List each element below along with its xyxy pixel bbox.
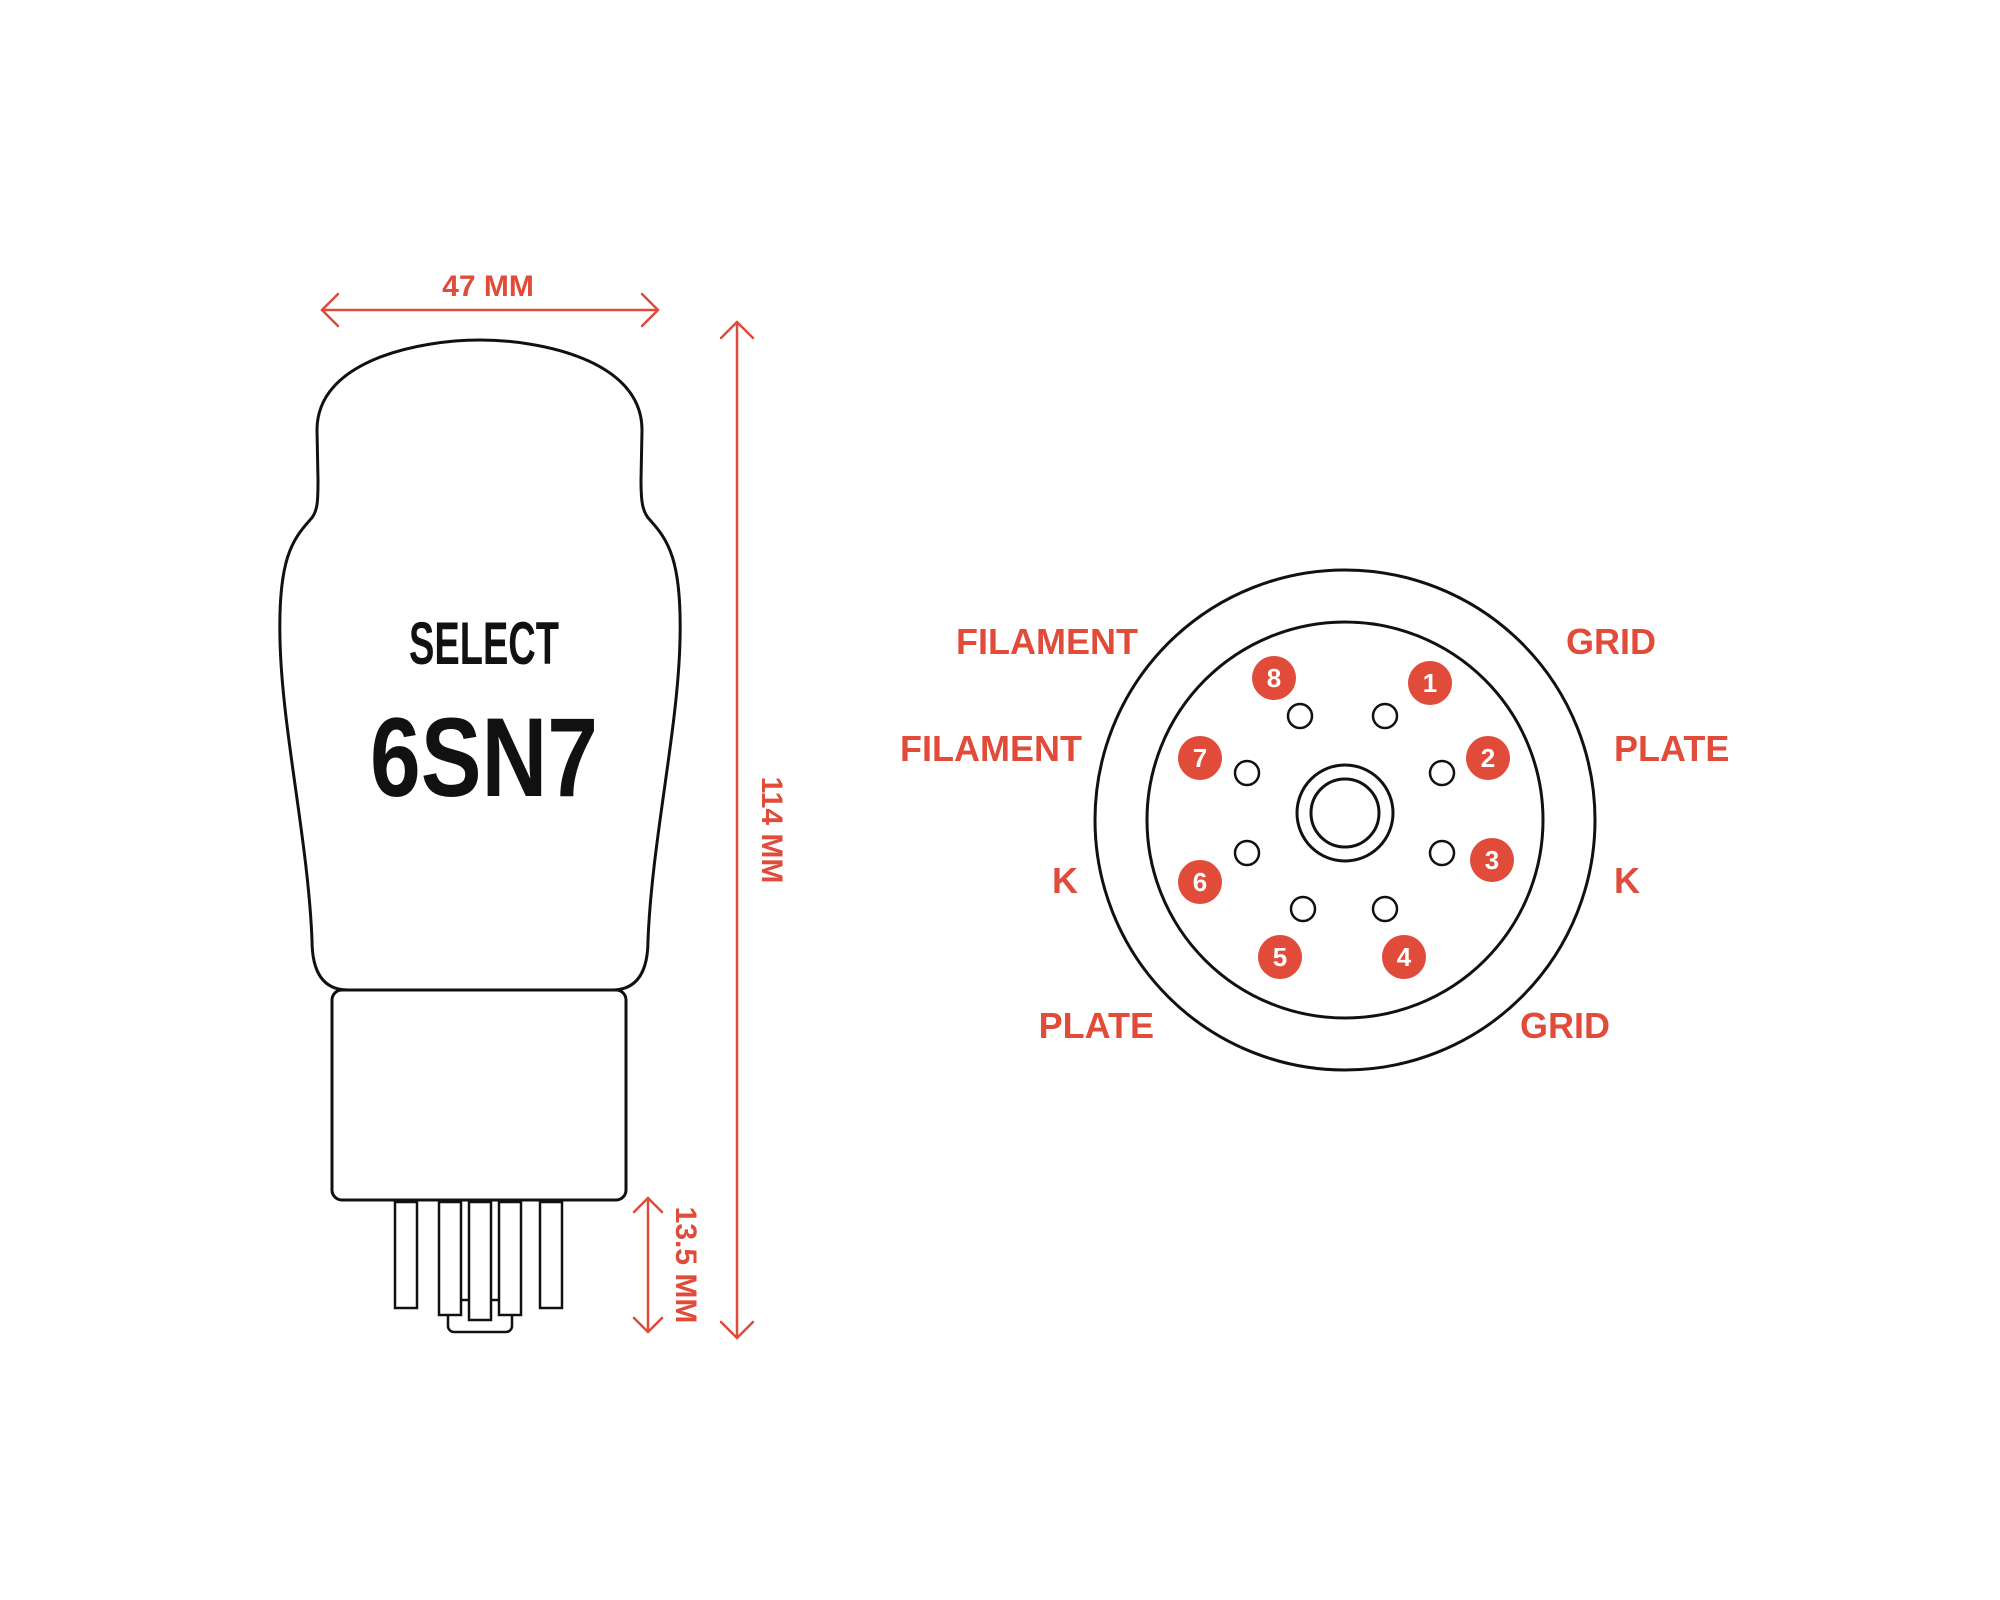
dimension-height: 114 MM xyxy=(719,320,788,1340)
pin-number: 4 xyxy=(1397,942,1412,972)
socket-key-inner xyxy=(1309,777,1381,849)
tube-pins xyxy=(393,1200,564,1334)
pin-hole-5 xyxy=(1289,895,1317,923)
pin-badge-3: 3 xyxy=(1470,838,1514,882)
pin-badge-6: 6 xyxy=(1178,860,1222,904)
socket-bottom-view: 1 2 3 4 5 6 7 8 FILAMENT xyxy=(900,568,1729,1072)
pin-label-5: PLATE xyxy=(1039,1005,1154,1046)
tube-glass-envelope xyxy=(278,338,682,992)
pin-label-3: K xyxy=(1614,860,1640,901)
pin-badge-7: 7 xyxy=(1178,736,1222,780)
tube-side-view: SELECT 6SN7 xyxy=(278,338,682,1334)
arrowhead-bottom xyxy=(632,1316,664,1334)
height-label: 114 MM xyxy=(755,777,788,884)
pin-label-6: K xyxy=(1052,860,1078,901)
width-label: 47 MM xyxy=(442,270,534,303)
pin-number: 1 xyxy=(1423,668,1437,698)
pin-hole-1 xyxy=(1371,702,1399,730)
pin-number: 2 xyxy=(1481,743,1495,773)
tube-pin xyxy=(393,1200,419,1310)
pin-number: 6 xyxy=(1193,867,1207,897)
pin-hole-8 xyxy=(1286,702,1314,730)
arrowhead-right xyxy=(640,292,660,328)
pin-label-8: FILAMENT xyxy=(956,621,1138,662)
pin-label-1: GRID xyxy=(1566,621,1656,662)
tube-pin xyxy=(538,1200,564,1310)
pin-label-7: FILAMENT xyxy=(900,728,1082,769)
pin-label-4: GRID xyxy=(1520,1005,1610,1046)
arrowhead-top xyxy=(719,320,755,340)
pin-badge-5: 5 xyxy=(1258,935,1302,979)
tube-brand-text: SELECT xyxy=(409,610,559,677)
pin-hole-2 xyxy=(1428,759,1456,787)
tube-model-text: 6SN7 xyxy=(370,695,598,820)
pin-badge-8: 8 xyxy=(1252,656,1296,700)
tube-pin xyxy=(497,1200,523,1317)
dimension-width: 47 MM xyxy=(320,270,660,328)
pin-number: 3 xyxy=(1485,845,1499,875)
pin-badge-2: 2 xyxy=(1466,736,1510,780)
tube-pin xyxy=(437,1200,463,1317)
pin-length-label: 13.5 MM xyxy=(669,1207,702,1324)
tube-base xyxy=(330,988,628,1202)
pin-number: 5 xyxy=(1273,942,1287,972)
arrowhead-bottom xyxy=(719,1320,755,1340)
pin-hole-4 xyxy=(1371,895,1399,923)
pin-badge-4: 4 xyxy=(1382,935,1426,979)
arrowhead-top xyxy=(632,1196,664,1214)
tube-pin xyxy=(467,1200,493,1322)
pin-label-2: PLATE xyxy=(1614,728,1729,769)
pin-hole-3 xyxy=(1428,839,1456,867)
pin-number: 7 xyxy=(1193,743,1207,773)
arrowhead-left xyxy=(320,292,340,328)
pin-number: 8 xyxy=(1267,663,1281,693)
dimension-pin-length: 13.5 MM xyxy=(632,1196,702,1334)
pin-hole-6 xyxy=(1233,839,1261,867)
pin-badge-1: 1 xyxy=(1408,661,1452,705)
pin-hole-7 xyxy=(1233,759,1261,787)
